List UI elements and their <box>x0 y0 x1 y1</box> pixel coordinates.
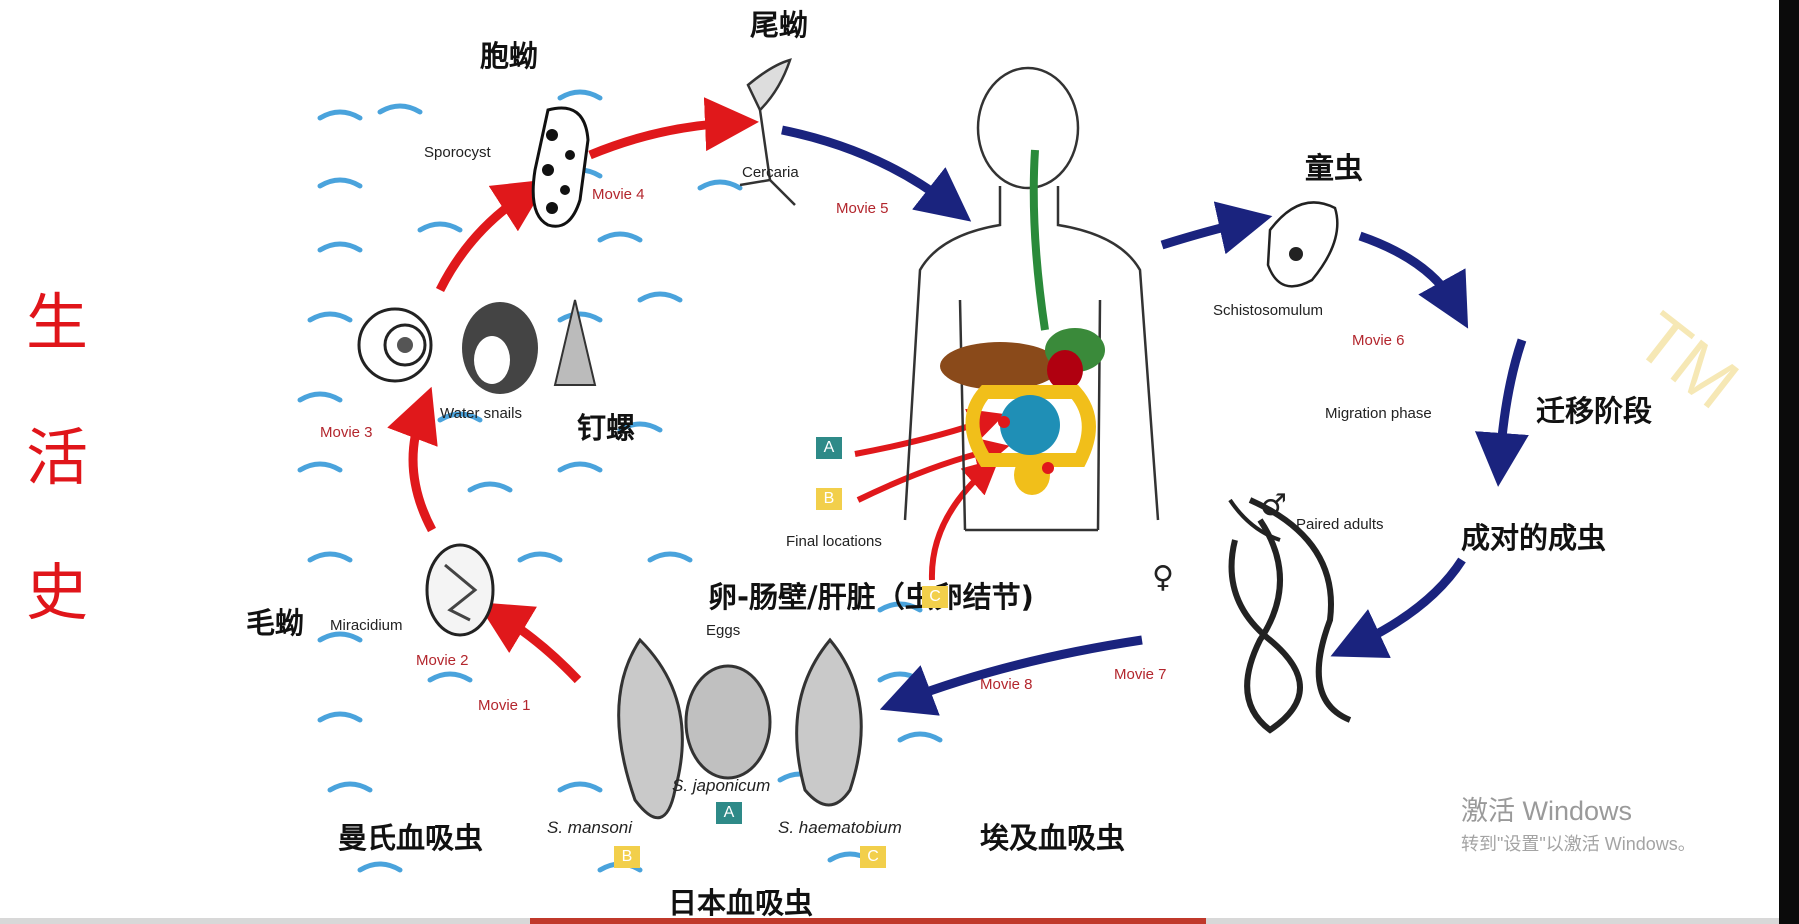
label-paired-adults-cn: 成对的成虫 <box>1461 521 1607 555</box>
label-haematobium-cn: 埃及血吸虫 <box>980 821 1126 855</box>
eggs-drawing <box>617 637 863 820</box>
label-schistosomulum-cn: 童虫 <box>1305 151 1364 185</box>
title-char-2: 活 <box>26 421 89 494</box>
label-eggs: Eggs <box>706 622 741 639</box>
tag-b-species: B <box>614 846 640 868</box>
activation-watermark-subtitle: 转到"设置"以激活 Windows。 <box>1461 834 1696 854</box>
species-haematobium: S. haematobium <box>778 818 902 837</box>
label-schistosomulum-en: Schistosomulum <box>1213 302 1324 319</box>
water-waves <box>297 89 943 873</box>
species-japonicum: S. japonicum <box>672 776 771 795</box>
cercaria-drawing <box>739 58 796 206</box>
species-mansoni: S. mansoni <box>547 818 633 837</box>
label-japonicum-cn: 日本血吸虫 <box>668 886 814 920</box>
movie-6-label: Movie 6 <box>1352 332 1405 349</box>
label-mansoni-cn: 曼氏血吸虫 <box>338 821 484 855</box>
label-cercaria-en: Cercaria <box>742 164 799 181</box>
title-char-1: 生 <box>26 286 89 359</box>
label-snails-cn: 钉螺 <box>577 411 636 445</box>
movie-8-label: Movie 8 <box>980 676 1033 693</box>
blue-arrows <box>781 125 1529 716</box>
snails-drawing <box>357 299 597 394</box>
female-symbol: ♀ <box>1152 560 1174 595</box>
activation-watermark-title: 激活 Windows <box>1461 796 1633 826</box>
tag-a-species: A <box>716 802 742 824</box>
male-symbol: ♂ <box>1260 488 1287 523</box>
title-char-3: 史 <box>26 556 89 629</box>
tag-a-final: A <box>816 437 842 459</box>
bottom-progress-bar <box>530 918 1206 924</box>
movie-1-label: Movie 1 <box>478 697 531 714</box>
label-migration-en: Migration phase <box>1325 405 1432 422</box>
label-miracidium-cn: 毛蚴 <box>246 606 305 640</box>
schistosomulum-drawing <box>1266 201 1339 288</box>
tag-c-species: C <box>860 846 886 868</box>
tag-b-final: B <box>816 488 842 510</box>
label-sporocyst-cn: 胞蚴 <box>480 39 539 73</box>
window-edge <box>1779 0 1799 924</box>
label-egg-location-cn: 卵-肠壁/肝脏（虫卵结节) <box>708 580 1034 614</box>
movie-7-label: Movie 7 <box>1114 666 1167 683</box>
label-cercaria-cn: 尾蚴 <box>750 8 809 42</box>
movie-2-label: Movie 2 <box>416 652 469 669</box>
movie-4-label: Movie 4 <box>592 186 645 203</box>
movie-5-label: Movie 5 <box>836 200 889 217</box>
label-miracidium-en: Miracidium <box>330 617 403 634</box>
tag-c-final: C <box>922 586 948 608</box>
movie-3-label: Movie 3 <box>320 424 373 441</box>
label-final-locations: Final locations <box>786 533 882 550</box>
sporocyst-drawing <box>531 106 590 228</box>
label-paired-adults-en: Paired adults <box>1296 516 1384 533</box>
paired-adults-drawing <box>1228 497 1352 734</box>
label-sporocyst-en: Sporocyst <box>424 144 491 161</box>
label-water-snails: Water snails <box>440 405 522 422</box>
miracidium-drawing <box>425 543 495 637</box>
digestive-organs <box>940 149 1105 495</box>
label-migration-cn: 迁移阶段 <box>1536 394 1653 428</box>
